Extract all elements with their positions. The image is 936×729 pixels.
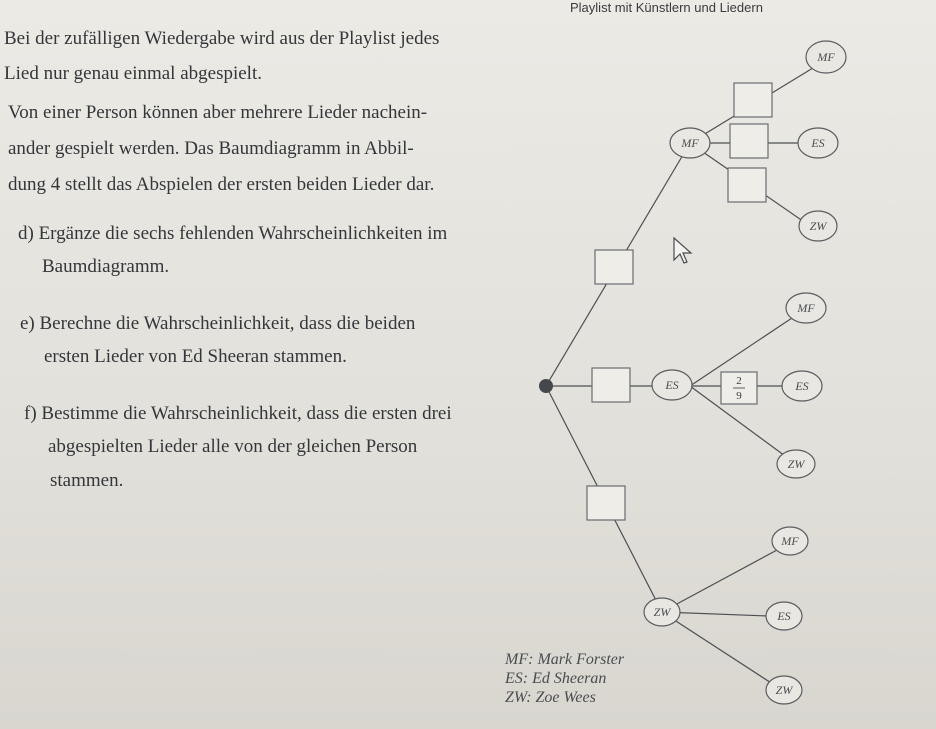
node-zw-level1 [643, 597, 681, 627]
node-es-zw [776, 449, 816, 479]
node-es-mf [785, 292, 827, 324]
figure-heading: Playlist mit Künstlern und Liedern [570, 0, 763, 15]
node-label-zw-es: ES [776, 609, 790, 623]
mouse-cursor-icon [673, 236, 693, 264]
node-mf-mf [805, 40, 847, 74]
node-label-es-zw: ZW [788, 457, 806, 471]
node-label-zw-mf: MF [780, 534, 799, 548]
legend-abbr-es: ES: [505, 670, 529, 687]
node-es-level1 [651, 369, 693, 401]
legend-entry-es: ES: Ed Sheeran [505, 670, 606, 688]
task-f-line-1: f) Bestimme die Wahrscheinlichkeit, dass… [24, 403, 452, 424]
node-label-zw-zw: ZW [776, 683, 794, 697]
node-zw-mf [771, 526, 809, 556]
task-f-line-2: abgespielten Lieder alle von der gleiche… [48, 436, 418, 457]
node-zw-es [765, 601, 803, 631]
node-es-es [781, 370, 823, 402]
intro-line-5: dung 4 stellt das Abspielen der ersten b… [8, 174, 435, 195]
node-mf-level1 [669, 127, 711, 159]
node-mf-es [797, 127, 839, 159]
node-label-es-mf: MF [796, 301, 815, 315]
probability-box-mf-es [729, 123, 769, 159]
legend-abbr-zw: ZW: [505, 689, 532, 706]
probability-box-root-es [591, 367, 631, 403]
legend-name-es: Ed Sheeran [532, 670, 607, 687]
given-probability-denominator: 9 [736, 390, 742, 402]
legend-entry-zw: ZW: Zoe Wees [505, 689, 596, 707]
legend-abbr-mf: MF: [505, 651, 534, 668]
branch-es-mf [689, 309, 805, 387]
branch-es-zw [689, 385, 797, 465]
node-label-es-es: ES [794, 379, 808, 393]
node-mf-zw [798, 210, 838, 242]
task-e-line-2: ersten Lieder von Ed Sheeran stammen. [44, 346, 347, 367]
probability-box-mf-mf [733, 82, 773, 118]
probability-box-mf-zw [727, 167, 767, 203]
task-d-line-1: d) Ergänze die sechs fehlenden Wahrschei… [18, 223, 448, 244]
node-label-mf-level1: MF [680, 136, 699, 150]
given-probability-numerator: 2 [736, 375, 742, 387]
legend-name-mf: Mark Forster [537, 651, 625, 668]
intro-line-1: Bei der zufälligen Wiedergabe wird aus d… [4, 28, 440, 49]
node-zw-zw [765, 675, 803, 705]
probability-box-root-mf [594, 249, 634, 285]
node-label-es-level1: ES [664, 378, 678, 392]
legend-name-zw: Zoe Wees [535, 689, 596, 706]
branch-zw-zw [661, 611, 783, 691]
node-label-mf-zw: ZW [810, 219, 828, 233]
task-f-line-3: stammen. [50, 470, 124, 491]
legend-entry-mf: MF: Mark Forster [505, 651, 624, 669]
task-e-line-1: e) Berechne die Wahrscheinlichkeit, dass… [20, 313, 416, 334]
intro-line-3: Von einer Person können aber mehrere Lie… [8, 102, 428, 123]
node-label-mf-es: ES [810, 136, 824, 150]
root-node [539, 379, 553, 393]
node-label-mf-mf: MF [816, 50, 835, 64]
probability-box-root-zw [586, 485, 626, 521]
intro-line-2: Lied nur genau einmal abgespielt. [4, 63, 262, 84]
node-label-zw-level1: ZW [654, 605, 672, 619]
intro-line-4: ander gespielt werden. Das Baumdiagramm … [8, 138, 414, 159]
task-d-line-2: Baumdiagramm. [42, 256, 170, 277]
branch-zw-mf [661, 542, 791, 613]
